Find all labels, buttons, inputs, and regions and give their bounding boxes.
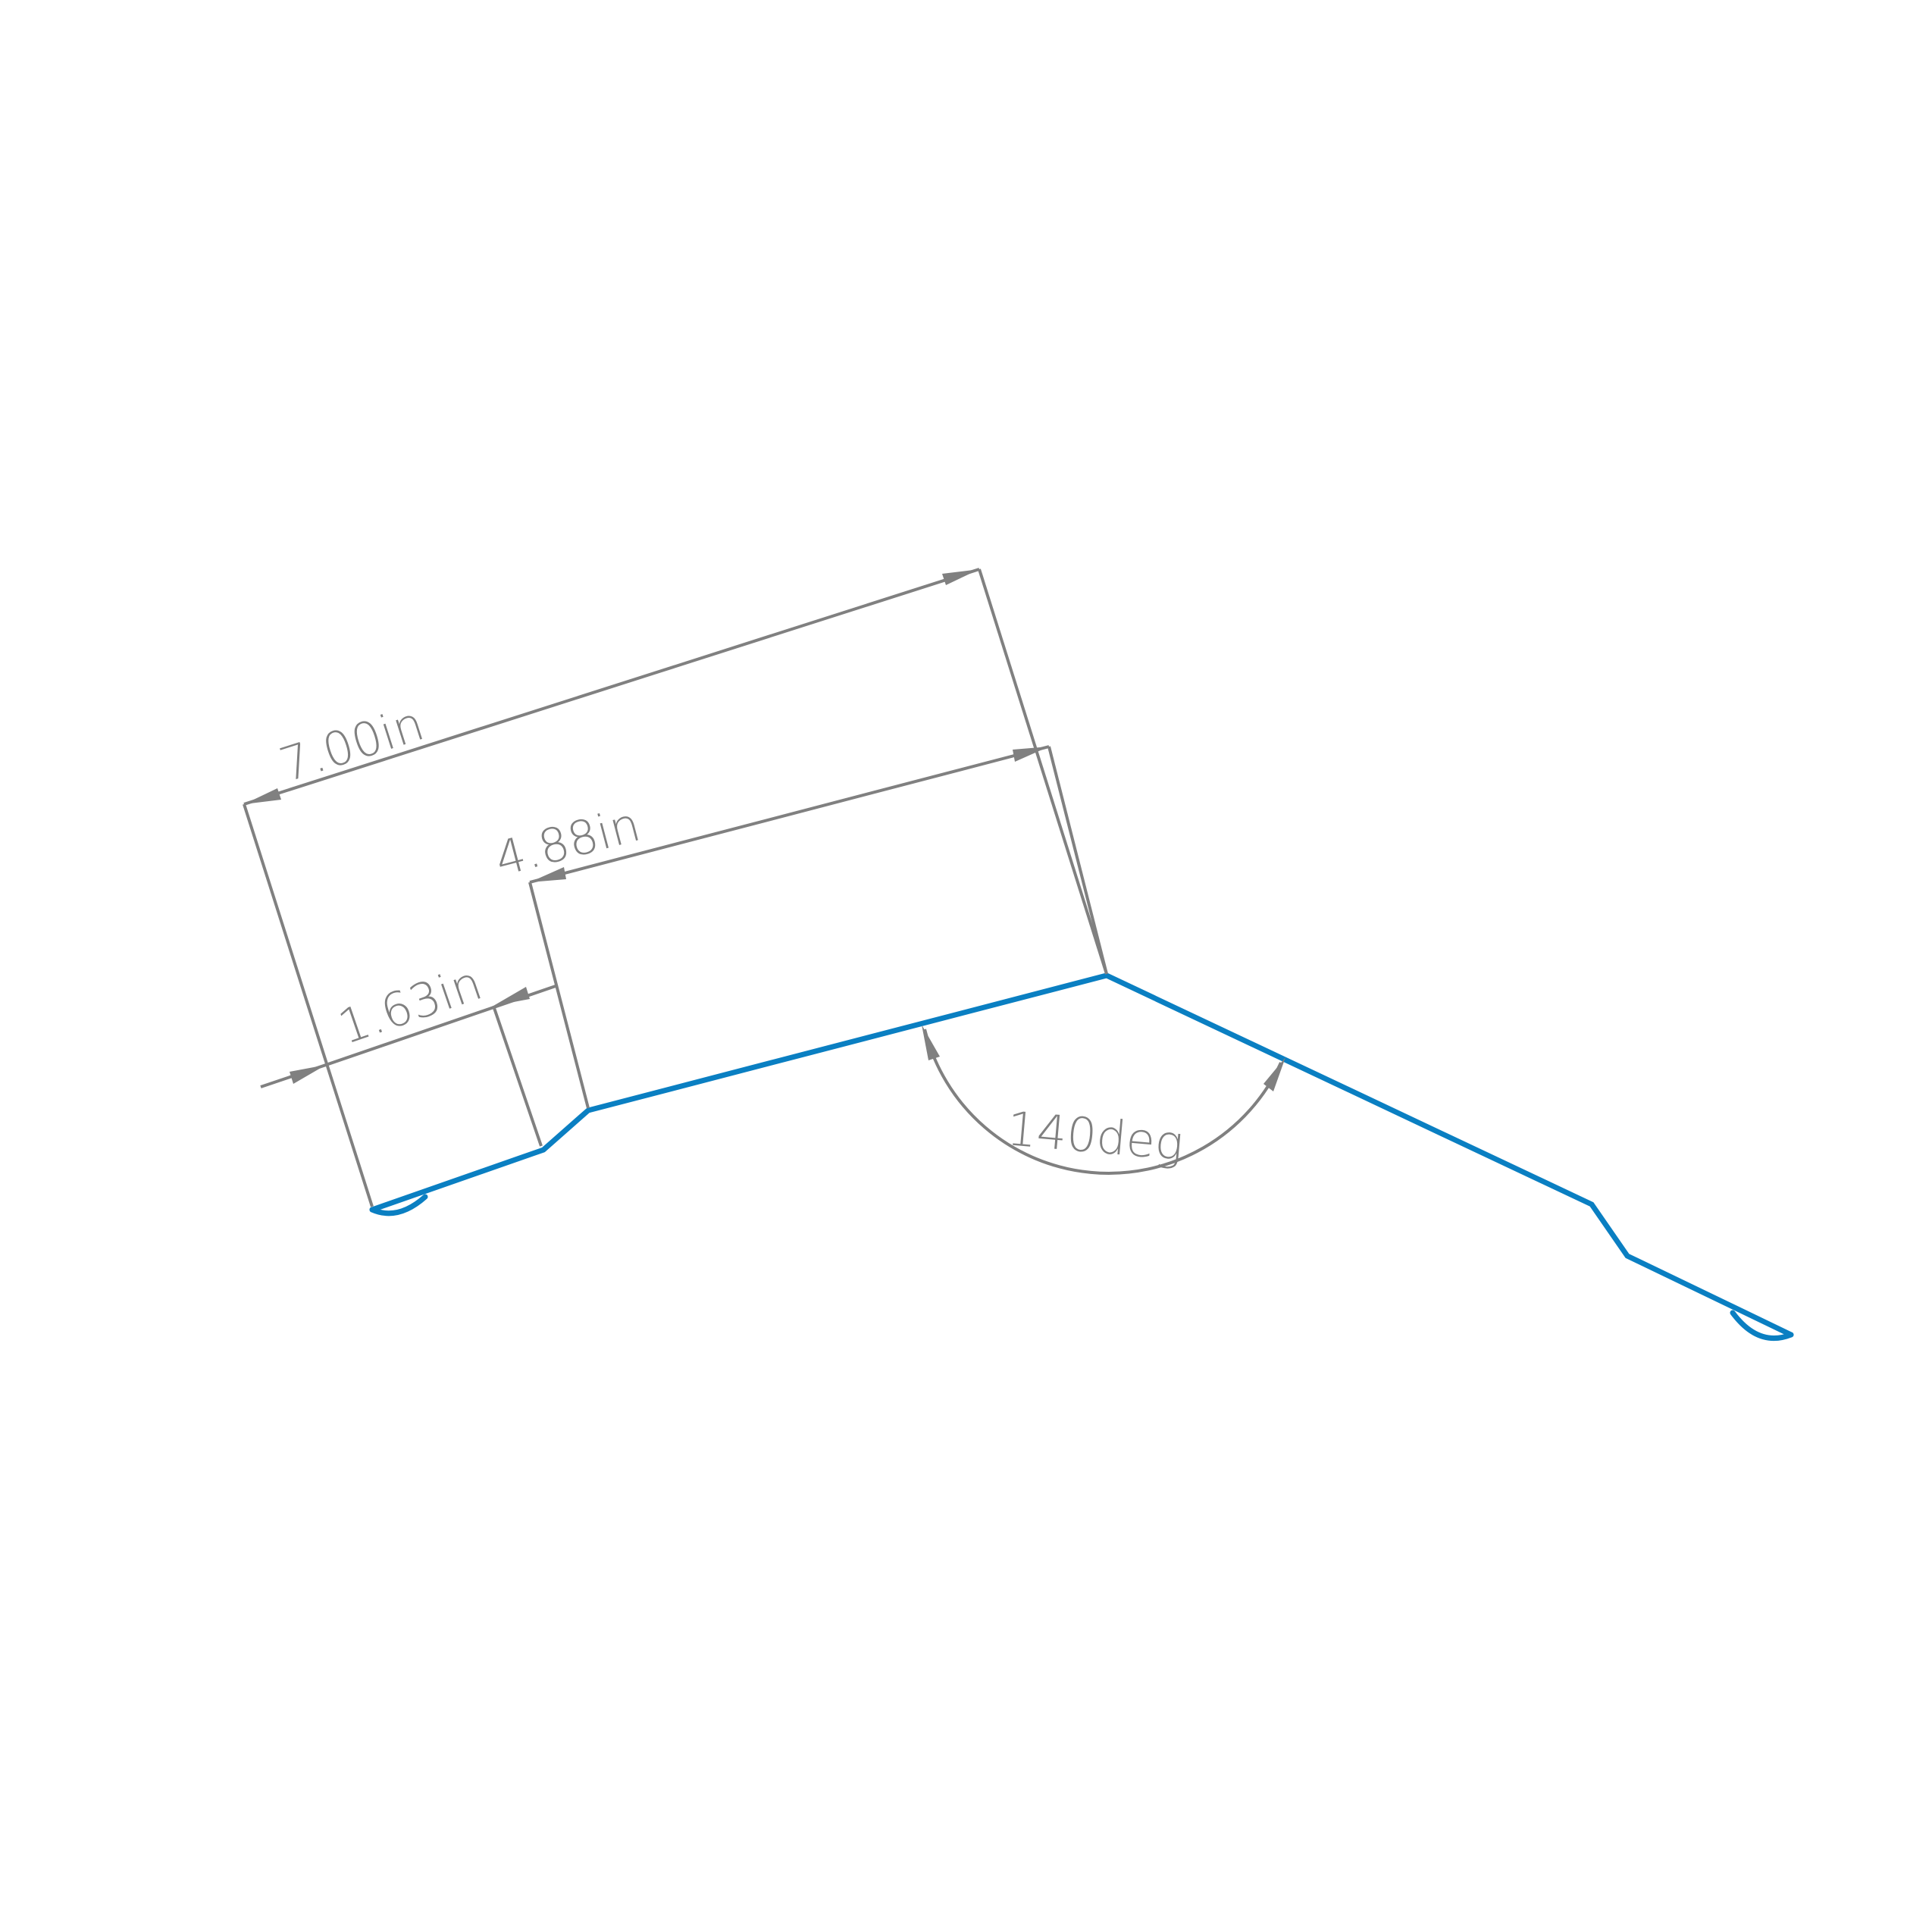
dimension-line-upper — [529, 745, 1050, 884]
arrowhead-upper-right — [1013, 747, 1049, 762]
dimension-label-overall: 7.00in — [273, 696, 431, 794]
arrowhead-angle-left — [922, 1025, 940, 1060]
right-hem — [1730, 1310, 1794, 1342]
angle-arc — [923, 1029, 1282, 1175]
extension-line-upper-right — [1047, 746, 1108, 975]
arrowhead-step-left — [290, 1065, 326, 1084]
dimension-line-overall — [243, 568, 980, 806]
arrowhead-upper-left — [530, 867, 566, 882]
dimension-angle: 140deg — [922, 1025, 1285, 1175]
left-hem — [369, 1194, 428, 1217]
extension-line-step-right — [492, 1005, 543, 1147]
dimension-label-step: 1.63in — [331, 955, 489, 1055]
arrowhead-angle-right — [1263, 1057, 1285, 1091]
arrowhead-overall-right — [942, 569, 979, 585]
extension-line-right-outer — [978, 568, 1108, 975]
profile-group — [369, 972, 1794, 1342]
profile-line — [369, 972, 1794, 1338]
dimension-step: 1.63in — [260, 955, 556, 1147]
arrowhead-overall-left — [244, 788, 281, 804]
extension-line-upper-left — [528, 881, 590, 1109]
angle-label: 140deg — [1005, 1101, 1186, 1171]
dimension-overall: 7.00in — [243, 568, 1108, 1207]
arrowhead-step-right — [493, 987, 530, 1006]
extension-line-left-outer — [243, 803, 374, 1207]
